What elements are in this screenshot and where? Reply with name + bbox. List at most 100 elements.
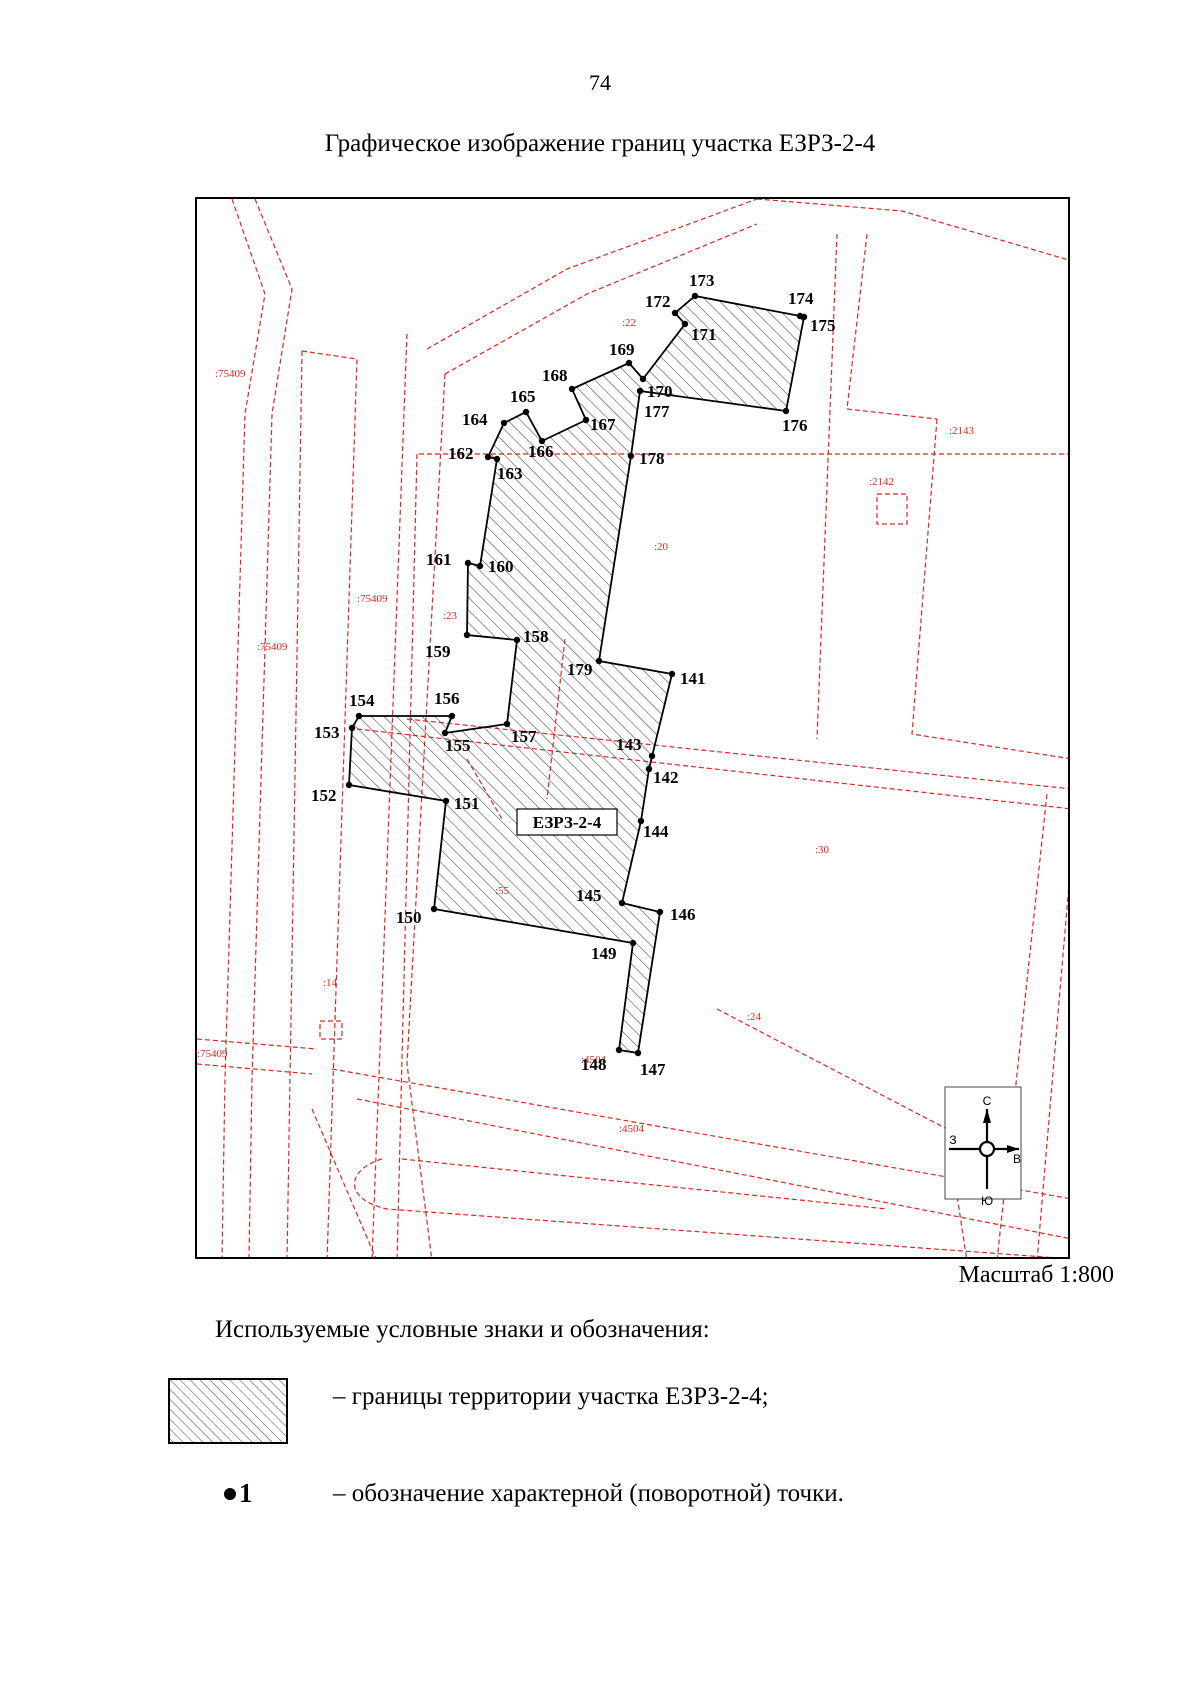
legend-item-point: – обозначение характерной (поворотной) т… [333,1480,844,1507]
turning-point-label-179: 179 [567,660,593,679]
cadastral-label: :23 [443,610,458,622]
turning-point-164 [500,419,508,427]
turning-point-label-160: 160 [488,557,514,576]
turning-point-149 [629,939,637,947]
compass-south: Ю [981,1194,993,1208]
turning-point-label-177: 177 [644,402,670,421]
turning-point-label-149: 149 [591,944,617,963]
boundary-map: :75409:75409:75409:75409:22:2143:2142:20… [197,199,1068,1257]
turning-point-151 [442,797,450,805]
turning-point-label-163: 163 [497,464,523,483]
turning-point-159 [463,631,471,639]
legend-point-symbol: 1 [224,1478,253,1509]
turning-points: 1411421431441451461471481491501511521531… [311,271,836,1079]
turning-point-label-144: 144 [643,822,669,841]
turning-point-label-153: 153 [314,723,340,742]
cadastral-label: :75409 [257,641,288,653]
turning-point-172 [671,309,679,317]
turning-point-158 [513,636,521,644]
turning-point-label-165: 165 [510,387,536,406]
turning-point-143 [648,752,656,760]
turning-point-161 [464,559,472,567]
turning-point-178 [627,452,635,460]
cadastral-label: :75409 [197,1048,228,1060]
turning-point-162 [484,453,492,461]
compass-rose-icon: С Ю В З [944,1086,1022,1208]
turning-point-154 [355,712,363,720]
turning-point-170 [639,375,647,383]
hatched-area-icon [168,1378,288,1444]
cadastral-label: :22 [622,317,636,329]
turning-point-label-154: 154 [349,691,375,710]
zone-label-box: ЕЗРЗ-2-4 [516,808,618,836]
turning-point-165 [522,408,530,416]
cadastral-label: :2143 [949,425,975,437]
turning-point-label-151: 151 [454,794,480,813]
turning-point-label-156: 156 [434,689,460,708]
turning-point-152 [345,781,353,789]
turning-point-label-173: 173 [689,271,715,290]
turning-point-148 [615,1046,623,1054]
turning-point-label-141: 141 [680,669,706,688]
legend-point-number: 1 [239,1478,253,1508]
turning-point-label-168: 168 [542,366,568,385]
zone-label: ЕЗРЗ-2-4 [533,813,602,832]
legend-item-zone: – границы территории участка ЕЗРЗ-2-4; [333,1383,769,1410]
turning-point-144 [637,817,645,825]
cadastral-label: :75409 [215,368,246,380]
turning-point-147 [634,1049,642,1057]
turning-point-167 [582,416,590,424]
turning-point-label-146: 146 [670,905,696,924]
turning-point-146 [656,908,664,916]
turning-point-157 [503,720,511,728]
map-frame: :75409:75409:75409:75409:22:2143:2142:20… [195,197,1070,1259]
cadastral-label: :2142 [869,476,894,488]
scale-label: Масштаб 1:800 [958,1262,1114,1288]
turning-point-177 [636,387,644,395]
turning-point-label-162: 162 [448,444,474,463]
turning-point-label-164: 164 [462,410,488,429]
legend-heading: Используемые условные знаки и обозначени… [215,1316,710,1343]
turning-point-163 [493,455,501,463]
turning-point-label-170: 170 [647,382,673,401]
turning-point-label-152: 152 [311,786,337,805]
turning-point-176 [782,407,790,415]
compass-west: З [949,1133,956,1147]
turning-point-label-175: 175 [810,316,836,335]
cadastral-label: :24 [747,1011,762,1023]
turning-point-label-178: 178 [639,449,665,468]
turning-point-156 [448,712,456,720]
turning-point-153 [348,724,356,732]
turning-point-141 [668,670,676,678]
page-number: 74 [589,70,611,95]
turning-point-label-148: 148 [581,1055,607,1074]
turning-point-label-166: 166 [528,442,554,461]
turning-point-label-157: 157 [511,727,537,746]
turning-point-label-159: 159 [425,642,451,661]
point-marker-icon [224,1487,236,1500]
turning-point-166 [538,437,546,445]
cadastral-label: :14 [323,977,338,989]
turning-point-label-150: 150 [396,908,422,927]
turning-point-label-169: 169 [609,340,635,359]
turning-point-160 [476,562,484,570]
turning-point-179 [595,657,603,665]
turning-point-168 [568,385,576,393]
turning-point-175 [800,313,808,321]
turning-point-label-158: 158 [523,627,549,646]
turning-point-label-167: 167 [590,415,616,434]
cadastral-label: :30 [815,844,830,856]
turning-point-label-145: 145 [576,886,602,905]
turning-point-label-142: 142 [653,768,679,787]
turning-point-145 [618,899,626,907]
turning-point-label-143: 143 [616,735,642,754]
turning-point-label-176: 176 [782,416,808,435]
turning-point-150 [430,905,438,913]
cadastral-label: :75409 [357,593,388,605]
turning-point-label-171: 171 [691,325,717,344]
page-title: Графическое изображение границ участка Е… [324,130,876,157]
cadastral-labels: :75409:75409:75409:75409:22:2143:2142:20… [197,317,975,1135]
turning-point-label-174: 174 [788,289,814,308]
turning-point-169 [625,359,633,367]
turning-point-label-172: 172 [645,292,671,311]
